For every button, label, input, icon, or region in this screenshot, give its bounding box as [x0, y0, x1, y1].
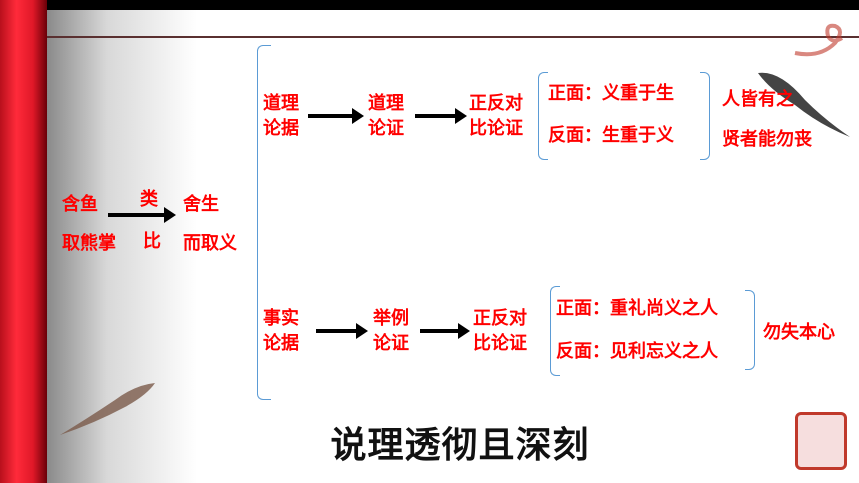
brace [745, 290, 755, 370]
top-border [47, 0, 859, 10]
label: 舍生 [183, 194, 219, 215]
label: 勿失本心 [763, 322, 835, 343]
label: 论据 [263, 118, 299, 139]
label: 论据 [263, 333, 299, 354]
label: 反面：见利忘义之人 [556, 341, 718, 362]
fish-icon [60, 383, 155, 435]
arrow-icon [420, 323, 470, 339]
label: 正面：重礼尚义之人 [556, 298, 718, 319]
arrow-icon [415, 108, 467, 124]
arrow-icon [308, 108, 364, 124]
arrow-icon [316, 323, 368, 339]
label: 反面：生重于义 [548, 125, 674, 146]
brace [550, 286, 560, 376]
top-divider [47, 36, 859, 38]
main-brace [257, 45, 271, 400]
label: 取熊掌 [62, 233, 116, 254]
brace [700, 72, 710, 160]
label: 举例 [373, 308, 409, 329]
label: 含鱼 [62, 194, 98, 215]
brace [538, 72, 548, 160]
seal-stamp [795, 412, 847, 470]
slide-title: 说理透彻且深刻 [330, 424, 590, 466]
label: 事实 [263, 308, 299, 329]
fish-icon [758, 72, 850, 137]
label: 道理 [368, 93, 404, 114]
label: 类 [140, 189, 158, 210]
cloud-swirl-icon [794, 23, 844, 57]
label: 论证 [373, 333, 409, 354]
label: 比论证 [473, 333, 527, 354]
scroll-red-bar [0, 0, 47, 483]
arrow-icon [108, 207, 176, 223]
label: 论证 [368, 118, 404, 139]
label: 贤者能勿丧 [722, 129, 812, 150]
label: 正面：义重于生 [548, 83, 674, 104]
label: 比论证 [469, 118, 523, 139]
label: 人皆有之 [722, 89, 794, 110]
label: 而取义 [183, 233, 237, 254]
label: 正反对 [473, 308, 527, 329]
label: 比 [143, 231, 161, 252]
label: 正反对 [469, 93, 523, 114]
label: 道理 [263, 93, 299, 114]
